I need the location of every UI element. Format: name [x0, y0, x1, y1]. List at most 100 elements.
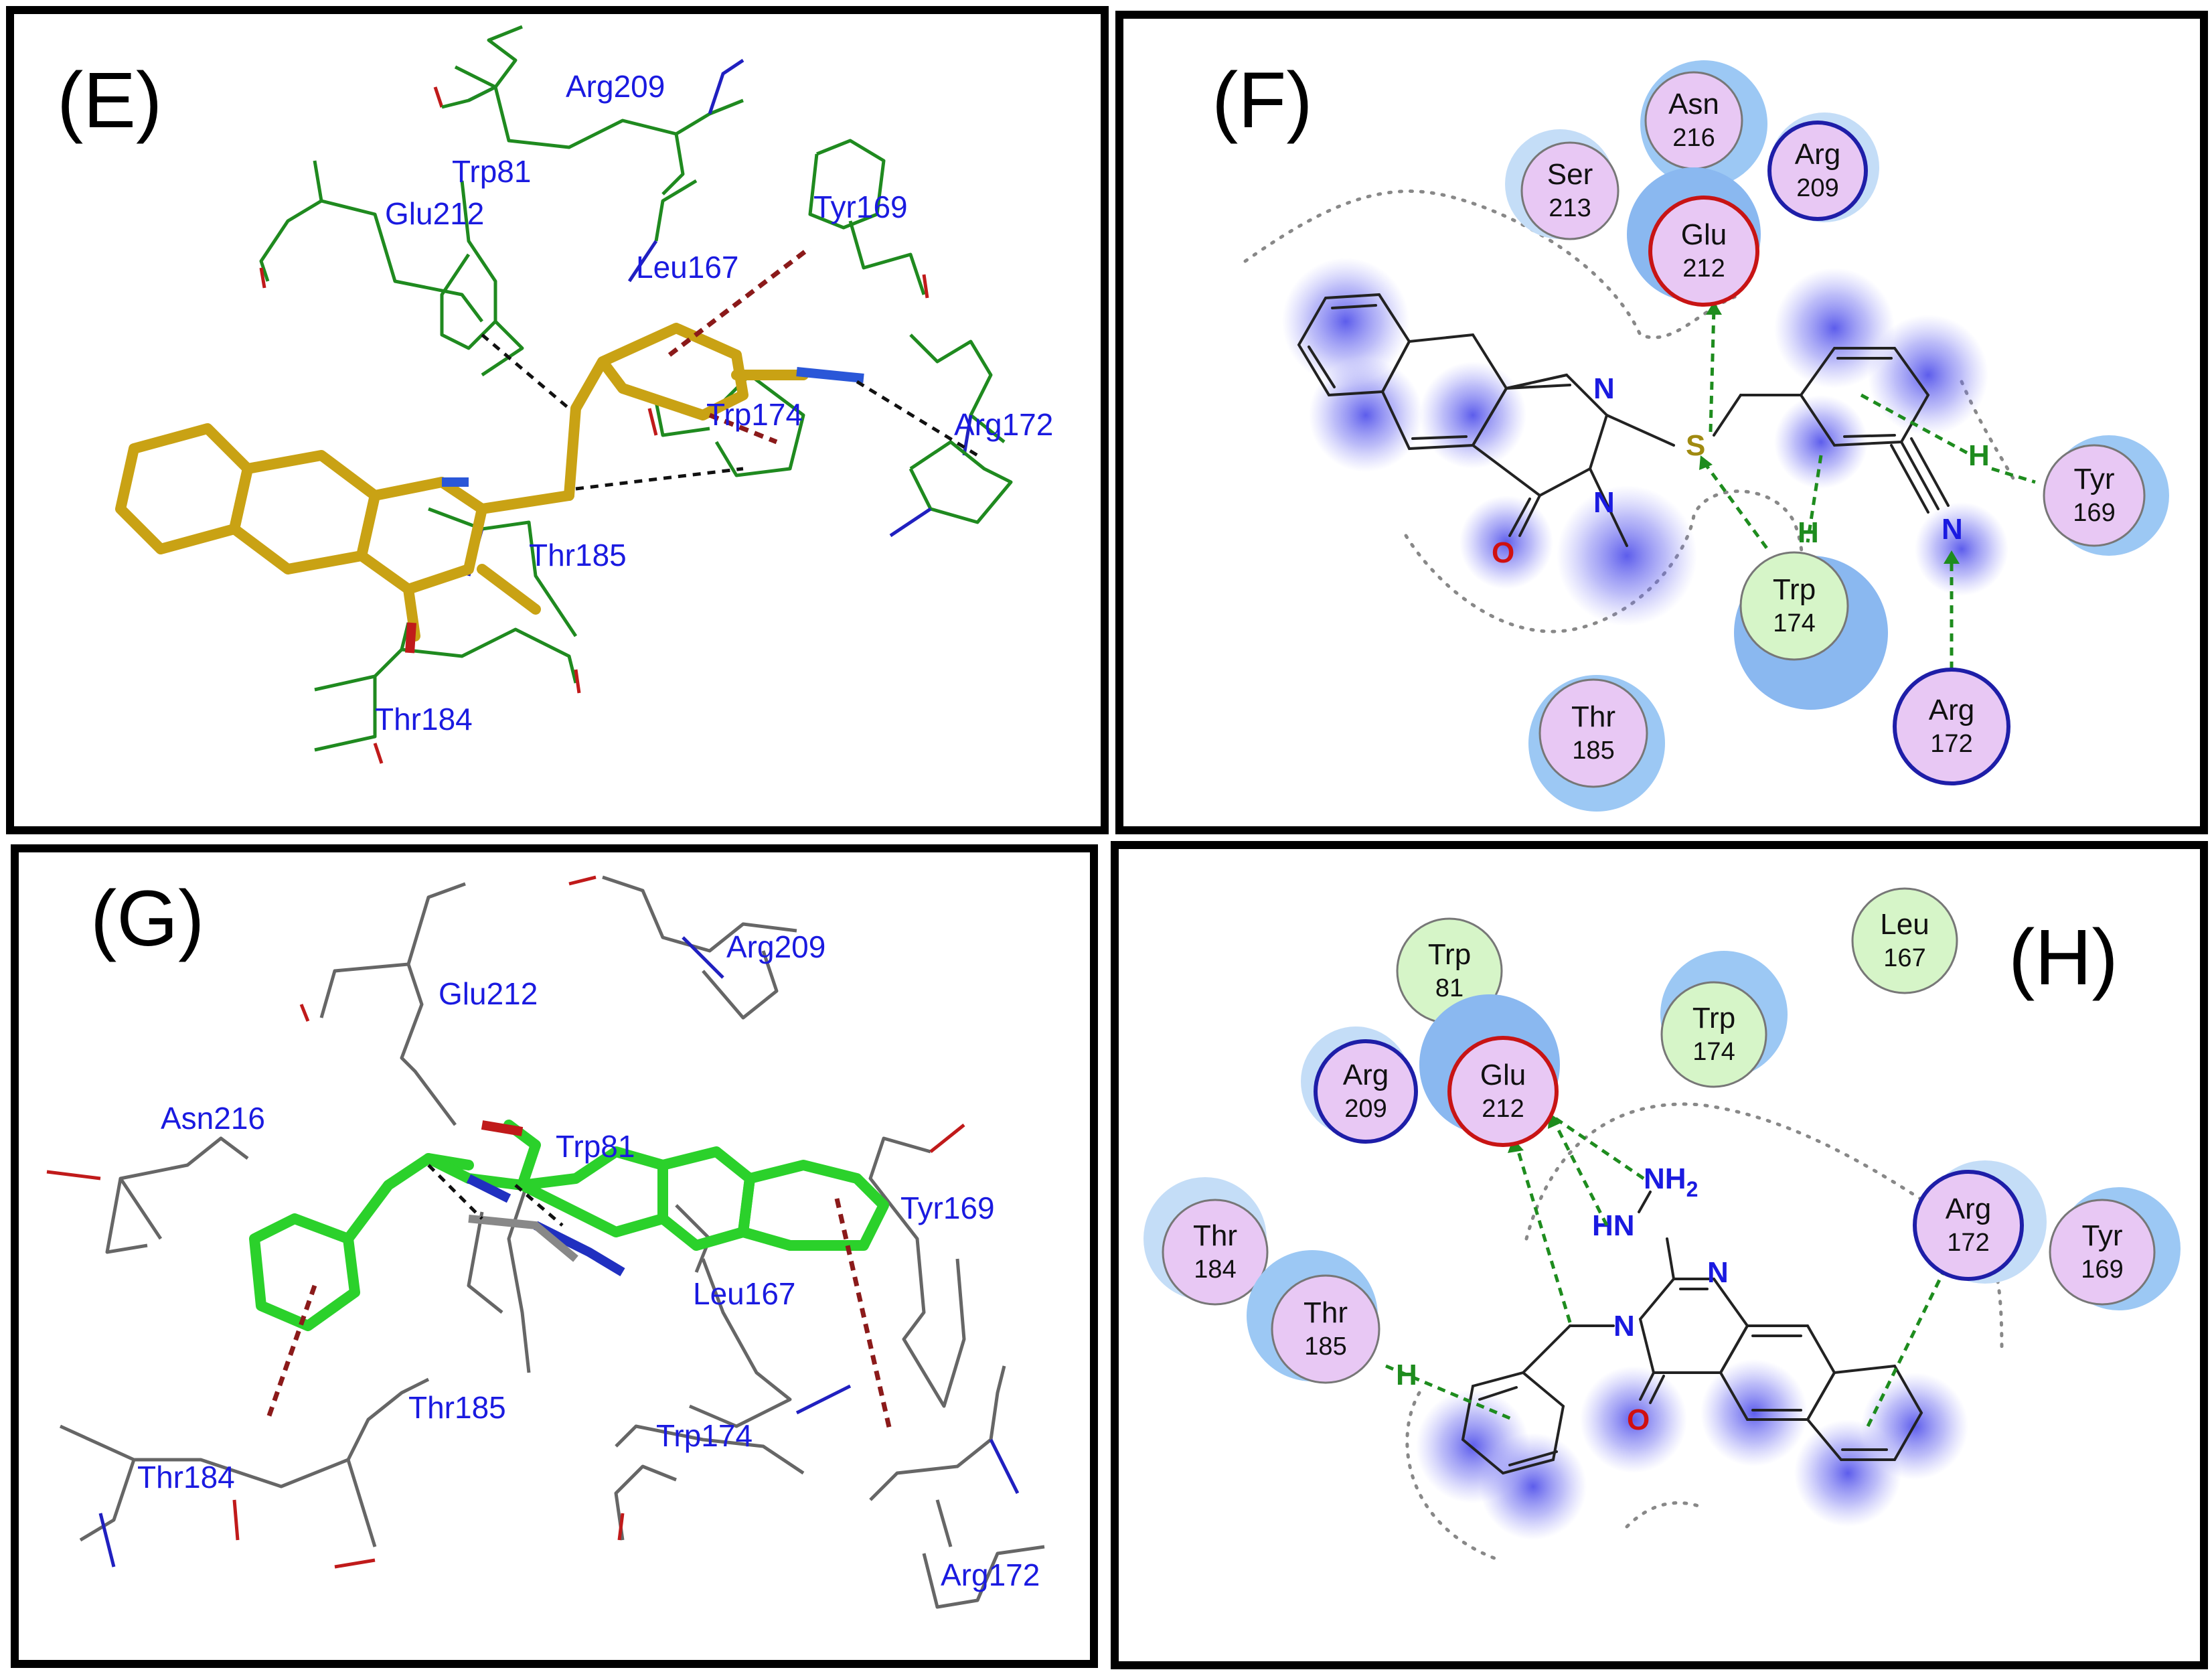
panel-h-node-tyr169: Tyr 169	[2049, 1187, 2181, 1310]
svg-text:Asn: Asn	[1668, 88, 1719, 121]
panel-f: (F)	[1115, 11, 2208, 834]
svg-text:209: 209	[1796, 174, 1838, 202]
panel-h-node-trp174: Trp 174	[1660, 951, 1788, 1088]
panel-f-node-tyr169: Tyr 169	[2043, 435, 2169, 556]
panel-f-node-asn216: Asn 216	[1640, 60, 1767, 187]
svg-text:216: 216	[1672, 124, 1715, 152]
svg-text:174: 174	[1773, 609, 1815, 637]
svg-text:Arg: Arg	[1946, 1193, 1991, 1225]
svg-text:185: 185	[1572, 737, 1614, 765]
panel-f-letter: (F)	[1212, 56, 1313, 145]
svg-text:Thr: Thr	[1304, 1296, 1348, 1329]
panel-h-pocket-contour-3	[1625, 1501, 1703, 1529]
panel-h-solvent-exposure	[1416, 1359, 1968, 1540]
svg-text:Arg: Arg	[1929, 694, 1974, 727]
panel-h-atom-hn: HN	[1592, 1209, 1635, 1242]
svg-text:169: 169	[2081, 1255, 2123, 1284]
svg-text:212: 212	[1482, 1095, 1524, 1123]
panel-e-ligand	[115, 323, 864, 654]
panel-h-atom-h: H	[1396, 1359, 1417, 1391]
panel-f-node-trp174: Trp 174	[1734, 551, 1888, 710]
panel-h-pocket-contour-2	[1405, 1391, 1502, 1562]
panel-f-node-arg209: Arg 209	[1767, 112, 1879, 222]
panel-h: (H)	[1111, 841, 2208, 1669]
svg-text:Glu: Glu	[1681, 218, 1727, 251]
svg-text:Arg: Arg	[1795, 138, 1840, 171]
svg-text:169: 169	[2073, 499, 2115, 527]
svg-text:209: 209	[1344, 1095, 1387, 1123]
svg-text:Thr: Thr	[1193, 1219, 1237, 1252]
panel-g-label-glu212: Glu212	[439, 976, 538, 1011]
panel-f-node-ser213: Ser 213	[1505, 129, 1620, 240]
panel-e-frame	[6, 6, 1109, 834]
svg-text:Trp: Trp	[1428, 938, 1471, 971]
svg-text:167: 167	[1883, 944, 1925, 972]
panel-g: (G)	[11, 844, 1098, 1668]
panel-h-node-thr185: Thr 185	[1247, 1250, 1380, 1384]
svg-text:172: 172	[1947, 1229, 1989, 1257]
panel-g-ligand	[249, 1120, 889, 1331]
panel-f-node-thr185: Thr 185	[1528, 675, 1665, 812]
panel-f-interactions: H H	[1699, 301, 2036, 670]
svg-text:81: 81	[1435, 974, 1464, 1002]
panel-h-residue-nodes: Trp 81 Leu 167 Trp 174 Arg 209	[1143, 887, 2181, 1384]
svg-text:Tyr: Tyr	[2081, 1219, 2122, 1252]
panel-h-node-leu167: Leu 167	[1851, 887, 1958, 994]
panel-h-node-glu212: Glu 212	[1419, 994, 1560, 1147]
panel-e-label-thr184: Thr184	[375, 702, 473, 737]
panel-h-interactions: H	[1385, 1113, 1947, 1428]
panel-e-protein	[259, 25, 1013, 764]
panel-g-protein	[46, 875, 1045, 1609]
panel-g-interactions	[265, 1164, 893, 1434]
svg-text:212: 212	[1682, 254, 1725, 283]
panel-g-frame	[11, 844, 1098, 1668]
panel-e-label-glu212: Glu212	[385, 196, 484, 231]
svg-text:Glu: Glu	[1480, 1059, 1526, 1091]
panel-e-label-arg209: Arg209	[566, 69, 665, 104]
panel-g-label-arg209: Arg209	[726, 929, 825, 964]
panel-g-label-thr184: Thr184	[137, 1460, 235, 1495]
svg-text:Thr: Thr	[1571, 700, 1615, 733]
panel-h-node-arg172: Arg 172	[1913, 1160, 2047, 1284]
panel-f-atom-n2: N	[1593, 486, 1615, 519]
panel-h-atom-nh2: NH2	[1644, 1162, 1698, 1201]
svg-text:Tyr: Tyr	[2073, 463, 2114, 495]
svg-text:172: 172	[1930, 730, 1972, 758]
panel-g-label-arg172: Arg172	[941, 1557, 1040, 1592]
panel-e-label-trp81: Trp81	[452, 154, 531, 189]
panel-e: (E)	[6, 6, 1109, 834]
panel-h-atom-o: O	[1627, 1403, 1650, 1436]
panel-e-interactions	[481, 246, 979, 491]
panel-e-label-leu167: Leu167	[636, 250, 739, 285]
svg-text:Trp: Trp	[1692, 1002, 1735, 1035]
svg-text:174: 174	[1692, 1038, 1735, 1066]
panel-h-letter: (H)	[2008, 913, 2118, 1002]
panel-f-atom-o: O	[1492, 536, 1514, 569]
svg-text:213: 213	[1549, 194, 1591, 222]
panel-h-node-arg209: Arg 209	[1301, 1026, 1418, 1144]
svg-text:Ser: Ser	[1547, 158, 1593, 191]
panel-g-label-leu167: Leu167	[693, 1276, 796, 1311]
panel-f-residue-nodes: Asn 216 Ser 213 Arg 209 Glu 212	[1505, 60, 2169, 812]
panel-f-atom-n1: N	[1593, 372, 1615, 405]
panel-g-label-trp174: Trp174	[656, 1418, 753, 1453]
panel-f-atom-h2: H	[1968, 439, 1990, 472]
panel-f-atom-nitrile-n: N	[1942, 513, 1963, 546]
panel-e-label-thr185: Thr185	[529, 538, 627, 573]
panel-f-atom-h1: H	[1798, 516, 1819, 549]
svg-text:Leu: Leu	[1880, 908, 1929, 941]
panel-e-label-tyr169: Tyr169	[813, 189, 908, 224]
panel-f-atom-s: S	[1686, 429, 1705, 462]
panel-f-pocket-contour-2	[1404, 489, 1804, 633]
panel-h-ligand: N N O NH2 HN	[1461, 1162, 1923, 1475]
svg-text:185: 185	[1304, 1332, 1346, 1361]
panel-f-node-glu212: Glu 212	[1627, 167, 1761, 307]
panel-g-letter: (G)	[90, 874, 204, 963]
panel-e-letter: (E)	[57, 56, 162, 145]
panel-g-label-asn216: Asn216	[161, 1101, 265, 1136]
panel-h-atom-n2: N	[1707, 1256, 1729, 1289]
panel-h-atom-n1: N	[1613, 1310, 1635, 1343]
svg-text:Trp: Trp	[1773, 573, 1816, 606]
panel-f-ligand: N N O S N	[1297, 293, 1963, 569]
